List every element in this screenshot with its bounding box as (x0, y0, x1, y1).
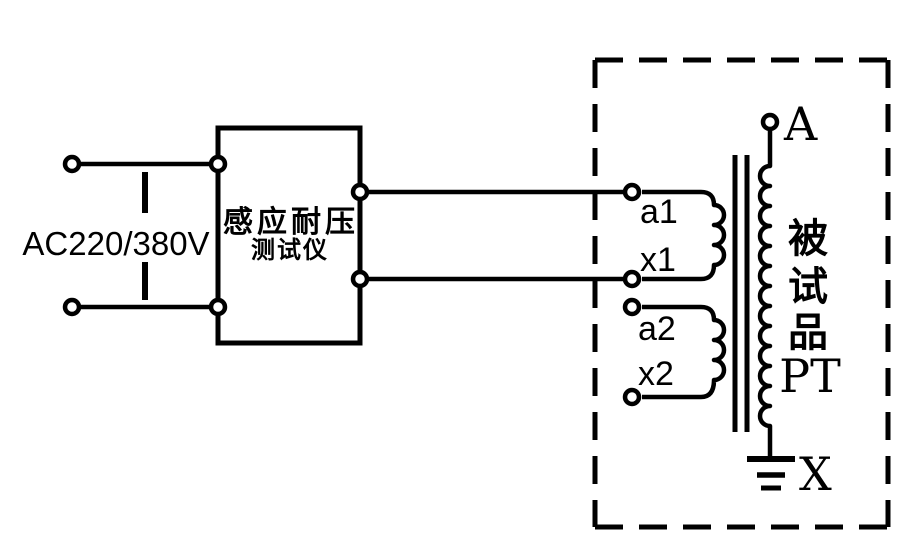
tester-input-terminal-bottom (208, 297, 228, 317)
dut-name-char-2: 试 (788, 263, 828, 310)
dut-name-char-3: 品 (788, 309, 828, 356)
lv-winding-2 (642, 304, 727, 400)
dut-enclosure (592, 57, 891, 530)
ac-source-label: AC220/380V (22, 225, 209, 262)
terminal-x1 (622, 269, 642, 289)
dut-name-char-1: 被 (788, 215, 828, 262)
label-x2: x2 (638, 355, 674, 393)
tester-subtitle: 测试仪 (251, 235, 329, 264)
pt-transformer: A X a1 x1 a2 x2 被 试 品 PT (622, 97, 841, 501)
lv-winding-1 (642, 189, 727, 282)
ac-terminal-bottom (62, 297, 82, 317)
tester-title: 感应耐压 (223, 205, 359, 240)
ground-symbol (747, 456, 795, 491)
tester-output-terminal-top (350, 182, 370, 202)
ac-terminal-top (62, 154, 82, 174)
tester-output-terminal-bottom (350, 269, 370, 289)
terminal-a2 (622, 297, 642, 317)
label-x1: x1 (640, 241, 676, 279)
tester-box (215, 125, 363, 346)
label-A: A (783, 97, 818, 151)
label-a1: a1 (640, 193, 678, 231)
terminal-x2 (622, 387, 642, 407)
label-X: X (799, 447, 832, 501)
dut-type-label: PT (779, 349, 841, 403)
hv-winding (757, 122, 773, 459)
label-a2: a2 (638, 310, 676, 348)
ac-source: AC220/380V (22, 154, 218, 317)
terminal-a1 (622, 182, 642, 202)
dut-name-vertical: 被 试 品 PT (779, 215, 841, 403)
tester-input-terminal-top (208, 154, 228, 174)
terminal-A (760, 112, 780, 132)
tester: 感应耐压 测试仪 (208, 125, 363, 346)
